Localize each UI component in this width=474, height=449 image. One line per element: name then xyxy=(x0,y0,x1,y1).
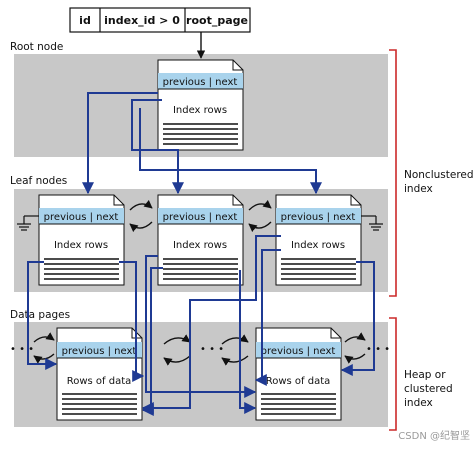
root-to-leaf-pointers xyxy=(82,92,322,195)
label-heap-line3: index xyxy=(404,397,433,409)
leaf-page-2-header: previous | next xyxy=(163,212,238,223)
bracket-heap xyxy=(389,317,397,431)
data-link-arrows-middle-left xyxy=(163,334,191,366)
root-index-page: previous | next Index rows xyxy=(157,59,244,151)
ground-icon-right xyxy=(361,215,383,231)
bracket-nonclustered xyxy=(389,49,397,297)
data-page-2-body: Rows of data xyxy=(266,376,331,387)
leaf-page-1-header: previous | next xyxy=(44,212,119,223)
leaf-page-1-body: Index rows xyxy=(54,240,108,251)
section-label-root: Root node xyxy=(10,41,63,53)
data-page-1-header: previous | next xyxy=(62,346,137,357)
label-nonclustered-line1: Nonclustered xyxy=(404,169,474,181)
leaf-page-2: previous | next Index rows xyxy=(157,194,244,286)
leaf-link-arrows-2-3 xyxy=(248,199,272,233)
ellipsis-left: • • • xyxy=(10,344,34,355)
section-label-data: Data pages xyxy=(10,309,70,321)
header-cell-id: id xyxy=(79,14,91,27)
root-page-body: Index rows xyxy=(173,105,227,116)
leaf-link-arrows-1-2 xyxy=(129,199,153,233)
leaf-page-2-body: Index rows xyxy=(173,240,227,251)
data-page-2-header: previous | next xyxy=(261,346,336,357)
leaf-to-data-pointers xyxy=(27,235,375,416)
data-page-2: previous | next Rows of data xyxy=(255,327,342,421)
data-page-1-body: Rows of data xyxy=(67,376,132,387)
ellipsis-right: • • • xyxy=(366,344,390,355)
header-cell-root-page: root_page xyxy=(186,14,248,27)
data-link-arrows-middle-right xyxy=(221,334,249,366)
data-link-arrows-right xyxy=(344,332,366,364)
leaf-page-3-header: previous | next xyxy=(281,212,356,223)
leaf-page-3-body: Index rows xyxy=(291,240,345,251)
leaf-page-1: previous | next Index rows xyxy=(38,194,125,286)
header-cell-index-id: index_id > 0 xyxy=(104,14,180,27)
label-nonclustered-line2: index xyxy=(404,183,433,195)
leaf-page-3: previous | next Index rows xyxy=(275,194,362,286)
label-heap-line1: Heap or xyxy=(404,369,446,381)
header-table: id index_id > 0 root_page xyxy=(69,7,251,33)
data-page-1: previous | next Rows of data xyxy=(56,327,143,421)
data-link-arrows-left xyxy=(33,332,55,364)
ellipsis-middle: • • • xyxy=(200,344,224,355)
root-page-header: previous | next xyxy=(163,77,238,88)
section-label-leaf: Leaf nodes xyxy=(10,175,67,187)
label-heap-line2: clustered xyxy=(404,383,453,395)
ground-icon-left xyxy=(17,215,39,231)
watermark: CSDN @纪智坚 xyxy=(398,429,470,442)
